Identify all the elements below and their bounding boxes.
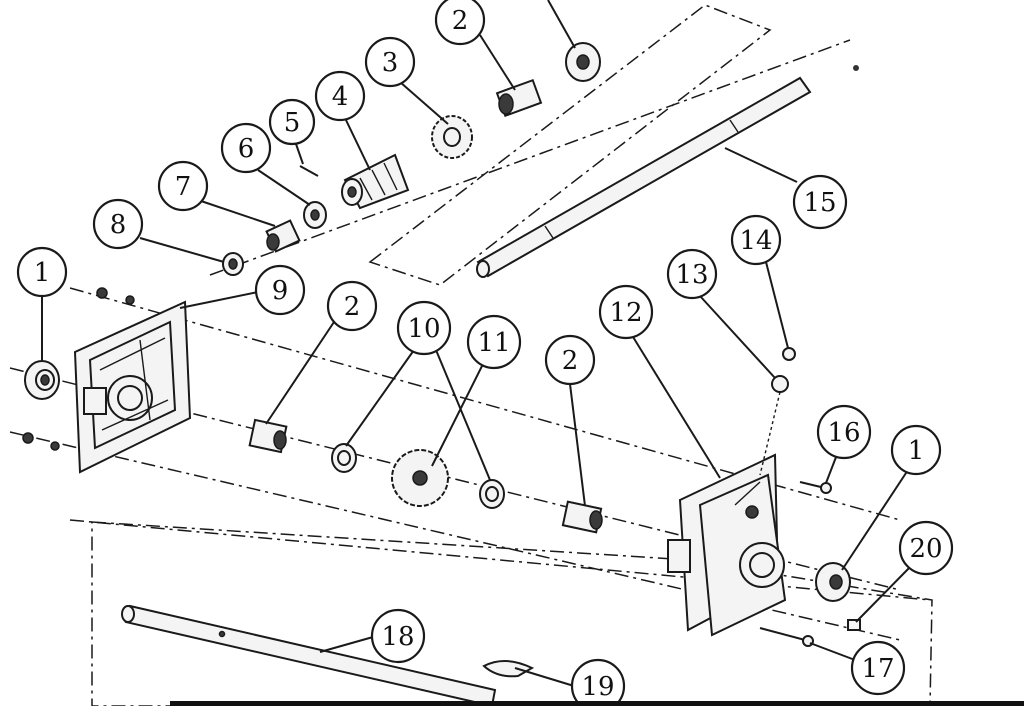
callout-c4: 4 (314, 70, 366, 122)
callout-number: 6 (238, 134, 255, 164)
callout-number: 7 (175, 172, 192, 202)
callout-number: 1 (908, 436, 925, 466)
callout-c1a: 1 (16, 246, 68, 298)
callout-circle (850, 640, 906, 696)
callout-c18: 18 (370, 608, 426, 664)
shaft-18 (121, 604, 497, 706)
callout-circle (326, 280, 378, 332)
callout-c17: 17 (850, 640, 906, 696)
callout-number: 2 (344, 292, 361, 322)
callout-circle (314, 70, 366, 122)
callout-number: 11 (477, 328, 510, 358)
callout-c8: 8 (92, 198, 144, 250)
callout-c2a: 2 (434, 0, 486, 46)
callout-number: 19 (581, 672, 614, 702)
callout-number: 12 (609, 298, 642, 328)
callout-number: 13 (675, 260, 708, 290)
bottom-border-bar (170, 701, 1024, 706)
housing-9 (73, 300, 192, 474)
key-19 (482, 660, 535, 678)
callout-number: 10 (407, 314, 440, 344)
callout-circle (466, 314, 522, 370)
screw-16 (799, 481, 832, 494)
callout-circle (364, 36, 416, 88)
callout-c10: 10 (396, 300, 452, 356)
callout-c9: 9 (254, 264, 306, 316)
callout-circle (890, 424, 942, 476)
callout-number: 4 (332, 82, 349, 112)
callout-c19: 19 (570, 658, 626, 706)
bearing-1-right (815, 562, 851, 602)
upper-shaft-parts (222, 42, 601, 276)
lower-shaft-parts (248, 418, 603, 534)
callout-c7: 7 (157, 160, 209, 212)
callout-circle (792, 174, 848, 230)
callout-number: 18 (381, 622, 414, 652)
callout-number: 17 (861, 654, 894, 684)
leader-lines (41, 0, 913, 687)
callout-c2c: 2 (544, 334, 596, 386)
callout-number: 9 (272, 276, 289, 306)
callout-circle (396, 300, 452, 356)
bearing-1-left (24, 360, 60, 400)
callout-circle (544, 334, 596, 386)
callout-c14: 14 (730, 214, 782, 266)
set-screw-20 (847, 619, 861, 631)
callout-circle (92, 198, 144, 250)
callout-c2b: 2 (326, 280, 378, 332)
callout-number: 20 (909, 534, 942, 564)
callout-number: 1 (34, 258, 51, 288)
callout-c1b: 1 (890, 424, 942, 476)
speck-mark (853, 65, 859, 71)
callout-circle (816, 404, 872, 460)
oiler-13-14 (759, 347, 796, 476)
callout-circle (730, 214, 782, 266)
callout-circle (254, 264, 306, 316)
callout-number: 5 (284, 108, 301, 138)
callout-circle (898, 520, 954, 576)
callout-circle (666, 248, 718, 300)
callout-circle (598, 284, 654, 340)
callout-c5: 5 (268, 98, 316, 146)
callout-circle (157, 160, 209, 212)
callout-number: 14 (739, 226, 772, 256)
shaft-15 (476, 76, 812, 278)
callout-circle (16, 246, 68, 298)
callout-circle (370, 608, 426, 664)
callout-number: 15 (803, 188, 836, 218)
callout-c3: 3 (364, 36, 416, 88)
callout-c15: 15 (792, 174, 848, 230)
callout-number: 2 (452, 6, 469, 36)
callout-c11: 11 (466, 314, 522, 370)
callout-c20: 20 (898, 520, 954, 576)
callout-c12: 12 (598, 284, 654, 340)
callout-number: 3 (382, 48, 399, 78)
callout-circle (570, 658, 626, 706)
callout-number: 8 (110, 210, 127, 240)
callout-number: 16 (827, 418, 860, 448)
nuts-left (22, 287, 135, 451)
callout-circle (268, 98, 316, 146)
housing-12 (667, 453, 787, 637)
callout-circle (220, 122, 272, 174)
callout-c6: 6 (220, 122, 272, 174)
screw-17 (759, 627, 814, 647)
callout-number: 2 (562, 346, 579, 376)
callout-c16: 16 (816, 404, 872, 460)
callout-circle (434, 0, 486, 46)
callout-c13: 13 (666, 248, 718, 300)
